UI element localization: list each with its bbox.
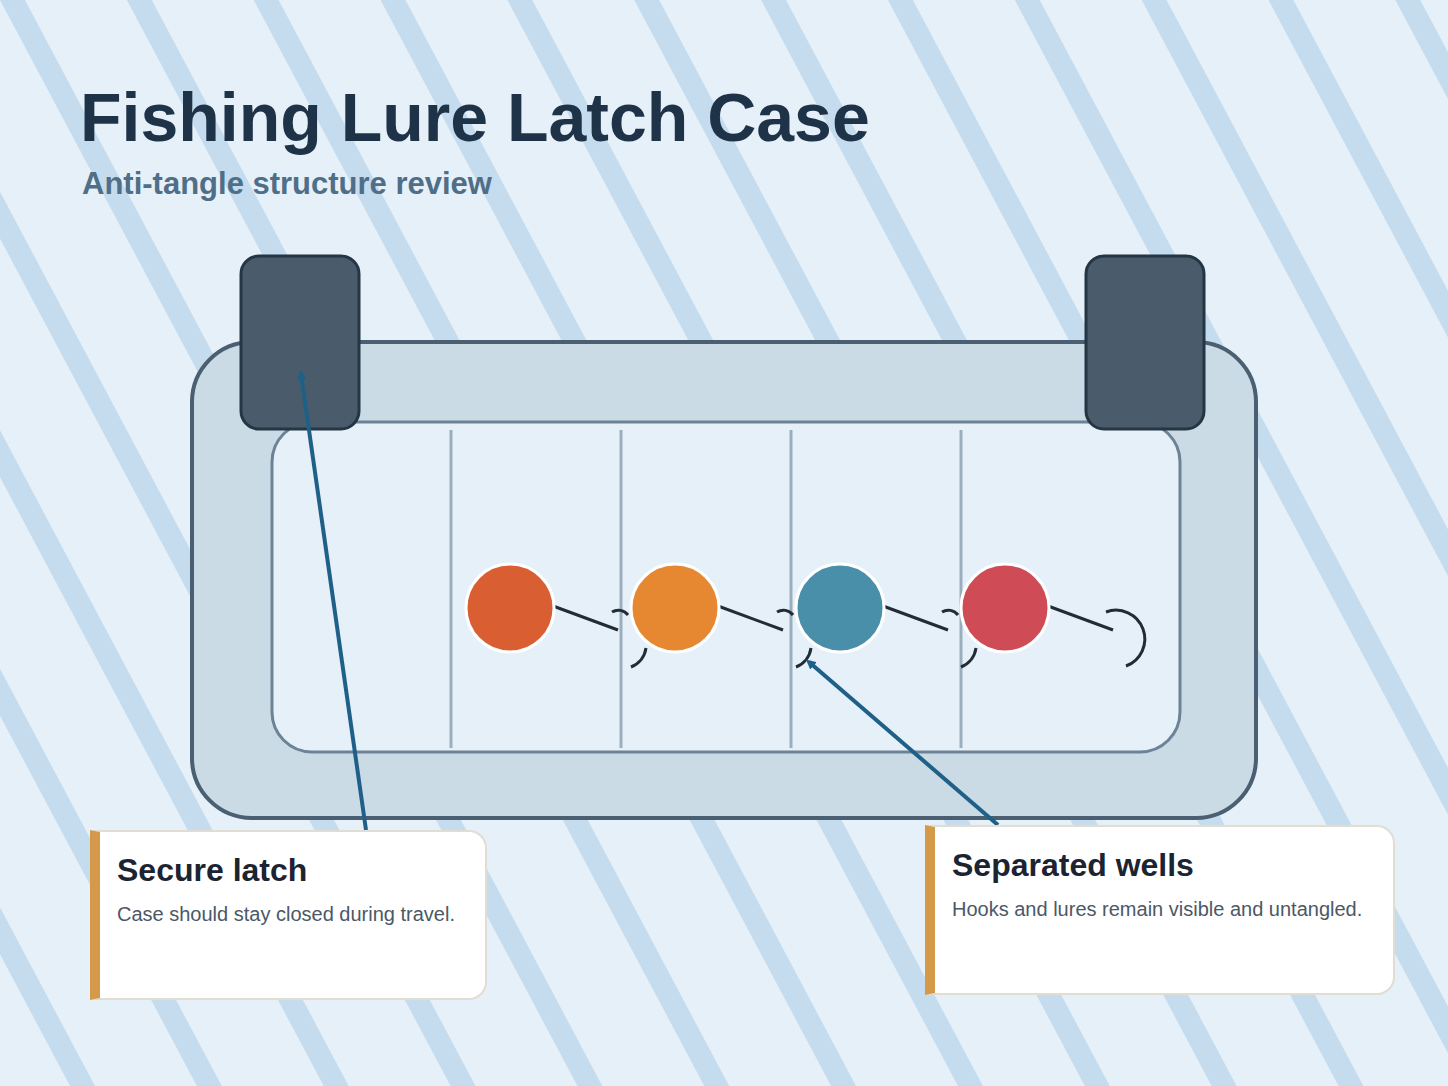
callout-heading: Secure latch: [117, 852, 467, 889]
callout-body: Case should stay closed during travel.: [117, 903, 467, 926]
callout-body: Hooks and lures remain visible and untan…: [952, 898, 1375, 921]
subtitle-label: Anti-tangle structure review: [82, 166, 492, 202]
callout-box: Separated wellsHooks and lures remain vi…: [925, 825, 1395, 995]
callout-heading: Separated wells: [952, 847, 1375, 884]
callout-box: Secure latchCase should stay closed duri…: [90, 830, 487, 1000]
diagram-title: Fishing Lure Latch Case: [80, 78, 870, 156]
